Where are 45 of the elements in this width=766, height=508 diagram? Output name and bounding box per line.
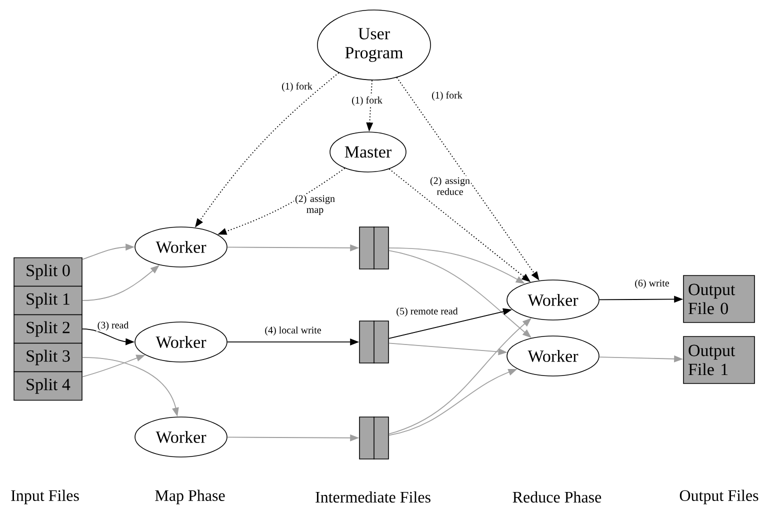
arrow xyxy=(194,72,340,228)
intermediate-file xyxy=(359,226,389,270)
edge-label: (5) remote read xyxy=(395,306,459,318)
file-box: Split 1 xyxy=(14,286,82,316)
file-box: Split 0 xyxy=(14,257,82,287)
edge-label: (6) write xyxy=(634,278,670,290)
phase-label: Intermediate Files xyxy=(316,491,430,503)
file-box: Output File 0 xyxy=(683,275,755,323)
edge-label: (2) assign reduce xyxy=(429,176,471,196)
arrow xyxy=(226,434,360,442)
intermediate-file xyxy=(359,416,389,460)
arrow xyxy=(388,308,512,339)
intermediate-file xyxy=(359,320,389,364)
file-box: Split 4 xyxy=(14,371,82,401)
arrow xyxy=(82,265,160,301)
file-box: Split 3 xyxy=(14,342,82,372)
edge-label: (2) assign map xyxy=(294,194,336,216)
phase-label: Reduce Phase xyxy=(512,491,602,503)
arrow xyxy=(82,244,135,260)
arrow xyxy=(388,168,531,282)
file-box: Split 2 xyxy=(14,314,82,344)
arrow xyxy=(366,80,374,132)
edge-label: (3) read xyxy=(96,320,130,332)
arrow xyxy=(388,318,532,434)
edge-label: (1) fork xyxy=(430,90,464,102)
arrow xyxy=(226,338,360,346)
arrow xyxy=(82,354,146,378)
phase-label: Map Phase xyxy=(155,490,225,504)
arrow xyxy=(388,342,508,356)
arrow xyxy=(218,168,346,235)
arrow xyxy=(82,328,135,346)
arrow xyxy=(396,76,540,280)
phase-label: Output Files xyxy=(680,490,758,504)
edge-label: (1) fork xyxy=(280,81,314,93)
edge-label: (4) local write xyxy=(264,325,322,337)
arrow xyxy=(388,369,518,436)
phase-label: Input Files xyxy=(11,490,79,504)
arrow xyxy=(598,296,684,303)
arrow xyxy=(82,357,179,417)
arrow xyxy=(226,244,360,252)
edge-label: (1) fork xyxy=(350,95,384,107)
arrow xyxy=(388,248,525,284)
file-box: Output File 1 xyxy=(683,336,755,384)
arrow xyxy=(598,355,684,362)
arrow xyxy=(388,250,532,338)
